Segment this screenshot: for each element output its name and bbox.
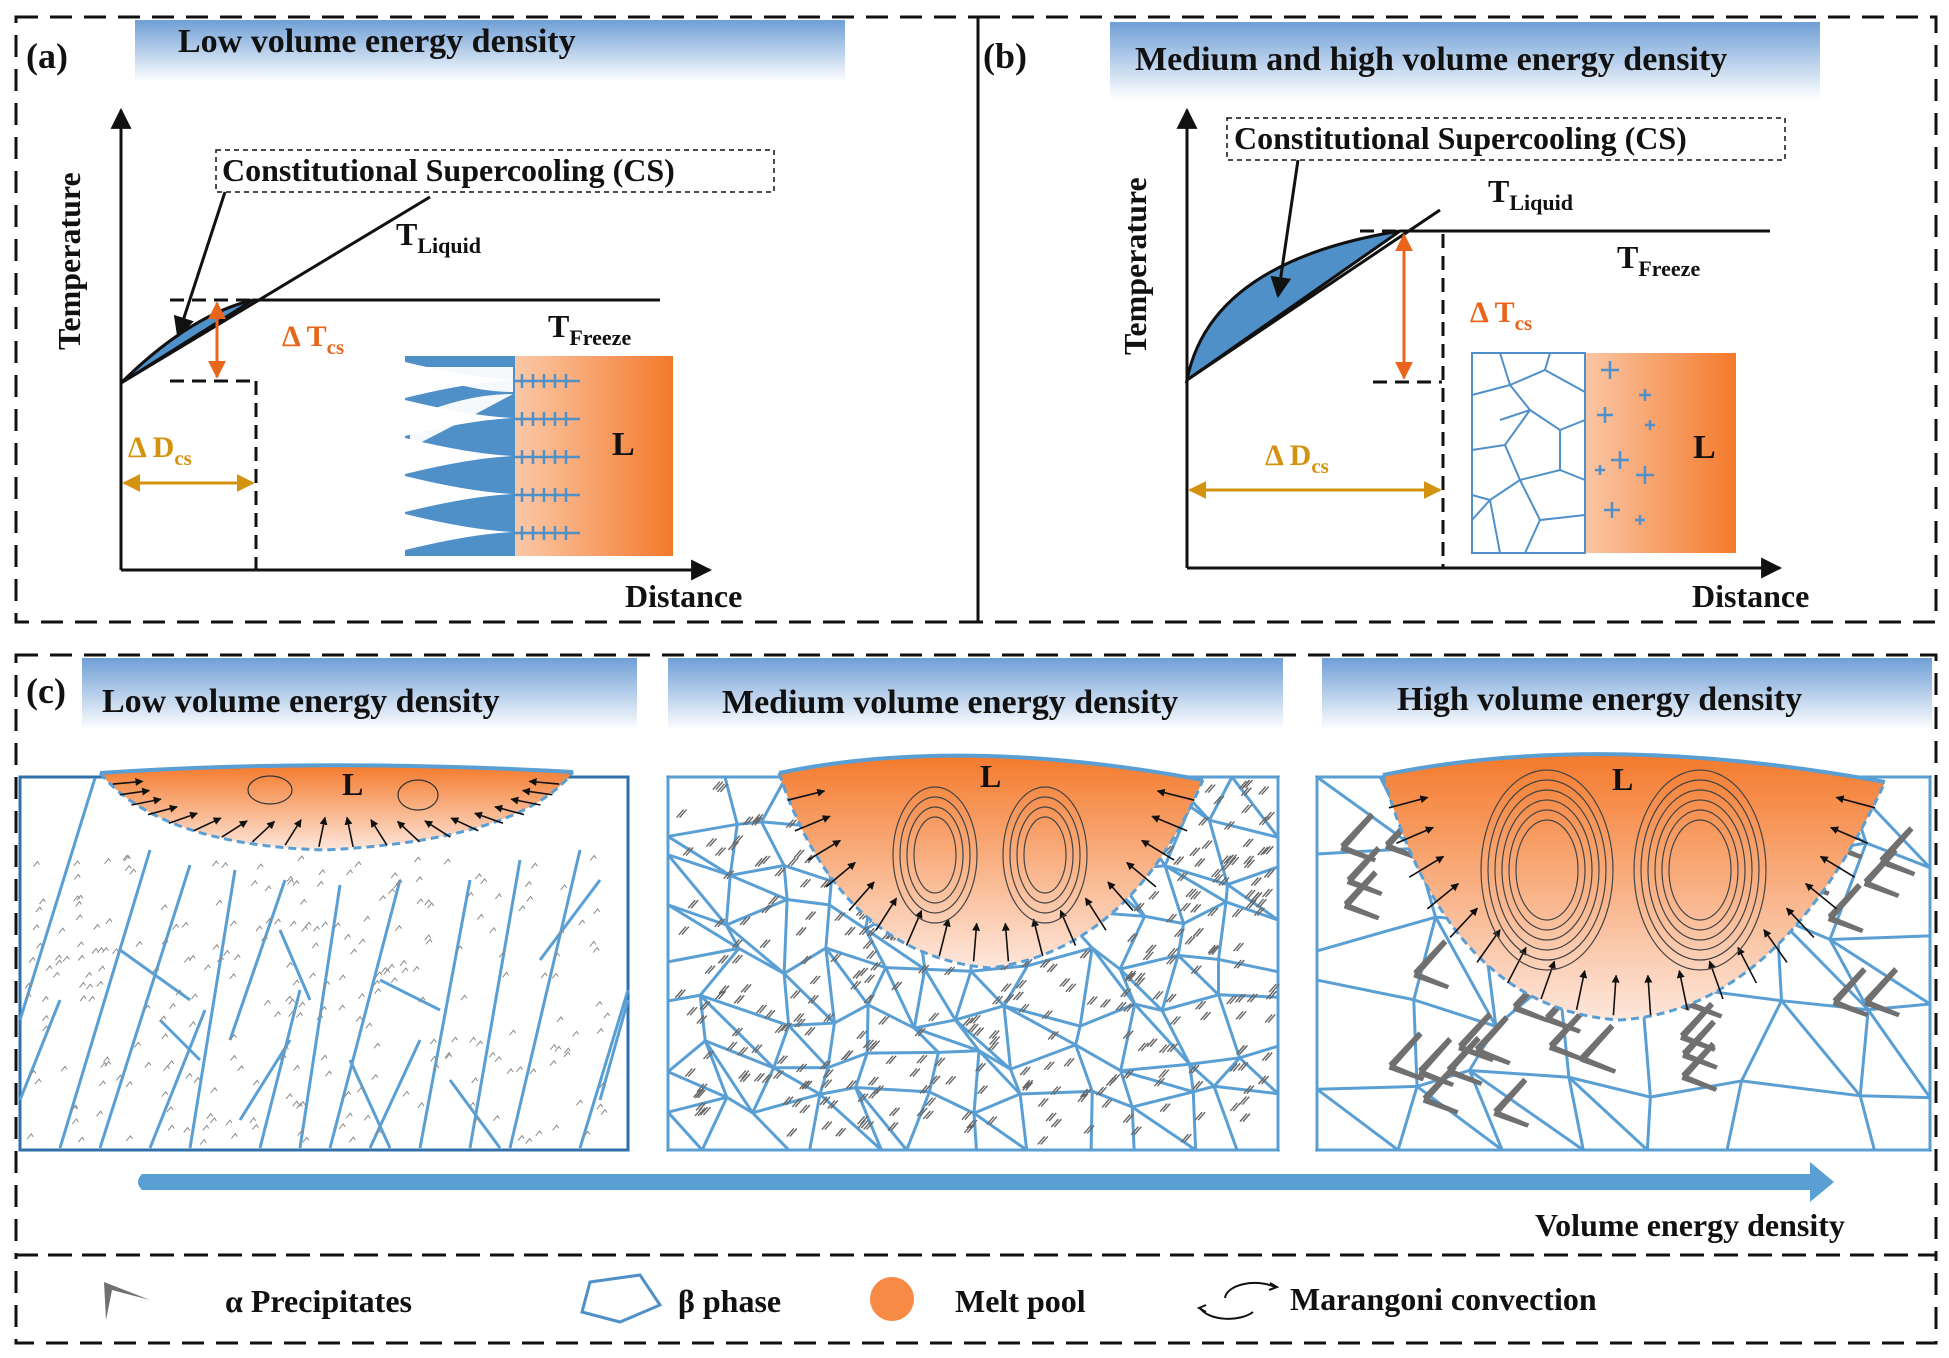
marangoni-loops [1480, 769, 1767, 971]
growth-arrows [112, 778, 560, 847]
inset-equiaxed: L [1471, 352, 1736, 554]
panel-b-title-band [1110, 22, 1820, 100]
columnar-grains [18, 777, 630, 1149]
t-freeze-label: TFreeze [548, 308, 631, 350]
marangoni-loops [892, 786, 1088, 924]
cs-pointer [1270, 159, 1300, 299]
beta-phase-icon [580, 1273, 663, 1324]
sample-low: L [18, 763, 630, 1152]
cs-box-text: Constitutional Supercooling (CS) [1234, 120, 1687, 156]
marangoni-loops [247, 775, 439, 811]
legend: α Precipitates β phase Melt pool Marango… [14, 1253, 1938, 1345]
sample-medium: L [666, 753, 1280, 1152]
t-freeze-label: TFreeze [1617, 239, 1700, 281]
pool-label: L [342, 766, 363, 802]
alpha-precipitates [674, 777, 1280, 1145]
cs-box [215, 149, 775, 193]
t-liquid-label: TLiquid [1488, 173, 1573, 215]
sub-title-low: Low volume energy density [102, 683, 500, 720]
panel-b-frame [976, 15, 1938, 624]
inset-liquid-label: L [1693, 429, 1716, 466]
sub-title-band-2 [668, 658, 1283, 730]
equiaxed-zone [1471, 352, 1586, 554]
dendrite-tips [515, 374, 580, 540]
sample-high: L [1315, 752, 1932, 1152]
cs-box [1226, 117, 1786, 161]
panel-a-title-band [135, 20, 845, 82]
sub-title-band-3 [1322, 658, 1932, 730]
legend-frame [14, 1253, 1938, 1345]
growth-arrows [1388, 795, 1876, 1016]
growth-arrows [787, 788, 1195, 962]
cs-box-text: Constitutional Supercooling (CS) [222, 152, 675, 188]
panel-b-label: (b) [983, 36, 1027, 76]
legend-beta: β phase [678, 1283, 781, 1319]
panel-b: (b) Medium and high volume energy densit… [976, 15, 1938, 624]
delta-t-label: Δ Tcs [282, 320, 344, 359]
sub-title-high: High volume energy density [1397, 681, 1802, 718]
legend-melt: Melt pool [955, 1283, 1086, 1319]
delta-d-label: Δ Dcs [128, 431, 192, 470]
inset-columnar: L [405, 356, 673, 556]
inset-liquid-label: L [612, 426, 635, 463]
t-liquid-line [120, 195, 431, 385]
energy-density-arrow [138, 1162, 1834, 1202]
equiaxed-grains [1471, 352, 1586, 554]
x-axis-label: Distance [1692, 578, 1809, 614]
cs-pointer [173, 191, 227, 338]
t-liquid-label: TLiquid [396, 216, 481, 258]
panel-b-title: Medium and high volume energy density [1135, 41, 1727, 78]
panel-c-label: (c) [26, 671, 66, 711]
dendrite-gaps [405, 362, 513, 550]
pool-label: L [1612, 761, 1633, 797]
alpha-precipitate-icon [104, 1282, 150, 1320]
x-axis-label: Distance [625, 578, 742, 614]
y-axis-label: Temperature [1117, 177, 1153, 355]
delta-d-label: Δ Dcs [1265, 439, 1329, 478]
melt-pool-icon [870, 1277, 914, 1321]
panel-c: (c) Low volume energy density Medium vol… [14, 653, 1938, 1257]
sub-title-band-1 [82, 658, 637, 730]
panel-a: (a) Low volume energy density Temperatur… [14, 15, 980, 624]
legend-marangoni: Marangoni convection [1290, 1281, 1597, 1317]
legend-alpha: α Precipitates [225, 1283, 412, 1319]
marangoni-icon [1196, 1281, 1280, 1320]
delta-t-label: Δ Tcs [1470, 296, 1532, 335]
sub-title-medium: Medium volume energy density [722, 684, 1178, 721]
y-axis-label: Temperature [51, 172, 87, 350]
melt-pool-low [100, 765, 573, 850]
pool-label: L [980, 758, 1001, 794]
energy-density-label: Volume energy density [1535, 1207, 1845, 1243]
nuclei [1595, 361, 1655, 525]
melt-pool-high [1383, 754, 1885, 1020]
fine-precipitates [24, 854, 611, 1145]
panel-a-title: Low volume energy density [178, 23, 576, 60]
t-liquid-line [1186, 208, 1441, 382]
panel-a-label: (a) [26, 36, 68, 76]
